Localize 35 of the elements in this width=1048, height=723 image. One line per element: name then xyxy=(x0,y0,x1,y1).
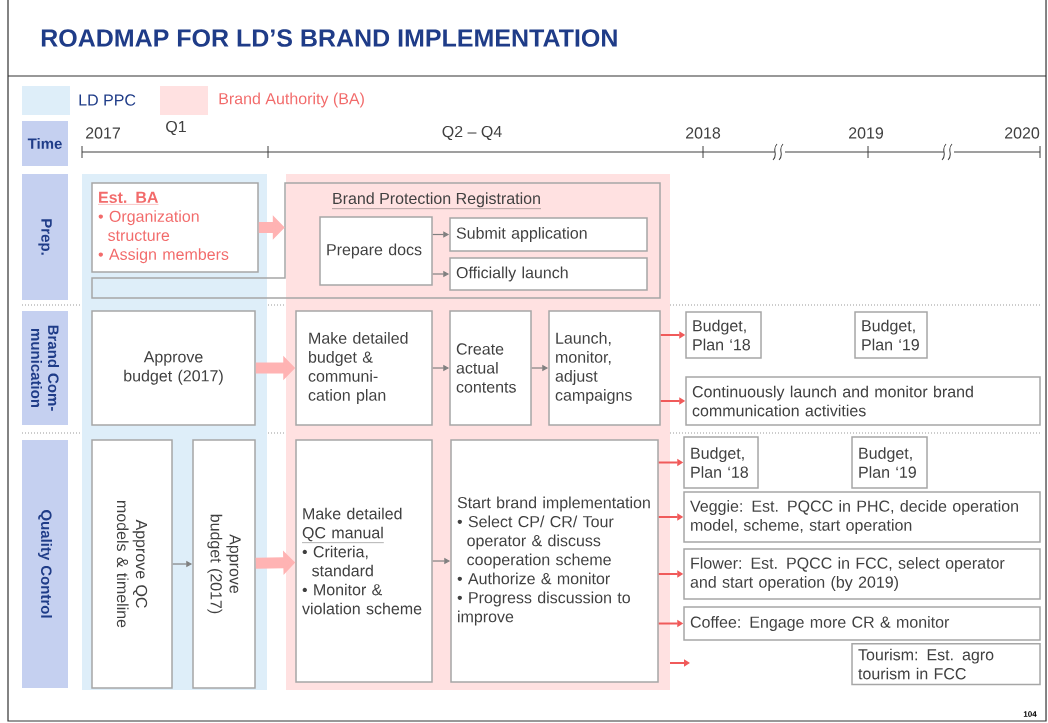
legend-label: LD PPC xyxy=(79,94,136,106)
timeline-label: 2018 xyxy=(686,127,721,139)
process-box: Est. BA • Organization structure • Assign members xyxy=(91,182,259,273)
lane-header: Prep. xyxy=(22,174,68,300)
process-box: Approve budget (2017) xyxy=(192,439,256,689)
process-box: Start brand implementation • Select CP/ CR/ Tour operator & discuss cooperation scheme • Authorize & monitor • Progress discussion to improve xyxy=(450,439,659,683)
lane-header: Brand Com- munication xyxy=(22,311,68,425)
timeline-label: 2020 xyxy=(1005,127,1040,139)
timeline-label: 2017 xyxy=(86,127,120,139)
process-box: Approve budget (2017) xyxy=(91,310,256,426)
process-box: Create actual contents xyxy=(449,310,532,426)
process-box: Coffee: Engage more CR & monitor xyxy=(683,606,1041,641)
process-box: Veggie: Est. PQCC in PHC, decide operation model, scheme, start operation xyxy=(683,491,1041,543)
timeline-label: Q2 – Q4 xyxy=(442,125,502,141)
process-box: Officially launch xyxy=(449,257,648,291)
page-number: 104 xyxy=(1023,711,1037,717)
legend-label: Brand Authority (BA) xyxy=(219,92,364,108)
process-box: Launch, monitor, adjust campaigns xyxy=(548,310,661,426)
process-box: Make detailed budget & communi- cation plan xyxy=(295,310,433,426)
process-box: Approve QC models & timeline xyxy=(91,439,173,689)
lane-header: Time xyxy=(22,121,68,166)
timeline-label: Q1 xyxy=(166,120,186,136)
process-box: Budget, Plan ‘19 xyxy=(851,436,928,489)
process-box: Tourism: Est. agro tourism in FCC xyxy=(851,642,1041,686)
process-box: Prepare docs xyxy=(319,216,433,286)
process-box: Submit application xyxy=(449,217,648,252)
timeline-label: 2019 xyxy=(849,127,884,139)
lane-header: Quality Control xyxy=(22,440,68,688)
process-box: Budget, Plan ‘18 xyxy=(683,436,759,489)
process-box: Continuously launch and monitor brand communication activities xyxy=(685,376,1041,426)
process-box: Flower: Est. PQCC in FCC, select operator and start operation (by 2019) xyxy=(683,548,1041,600)
process-box: Make detailed QC manual • Criteria, standard • Monitor & violation scheme xyxy=(295,439,433,683)
title: ROADMAP FOR LD’S BRAND IMPLEMENTATION xyxy=(41,29,617,47)
process-box: Budget, Plan ‘18 xyxy=(685,311,762,359)
process-box: Budget, Plan ‘19 xyxy=(854,311,928,359)
